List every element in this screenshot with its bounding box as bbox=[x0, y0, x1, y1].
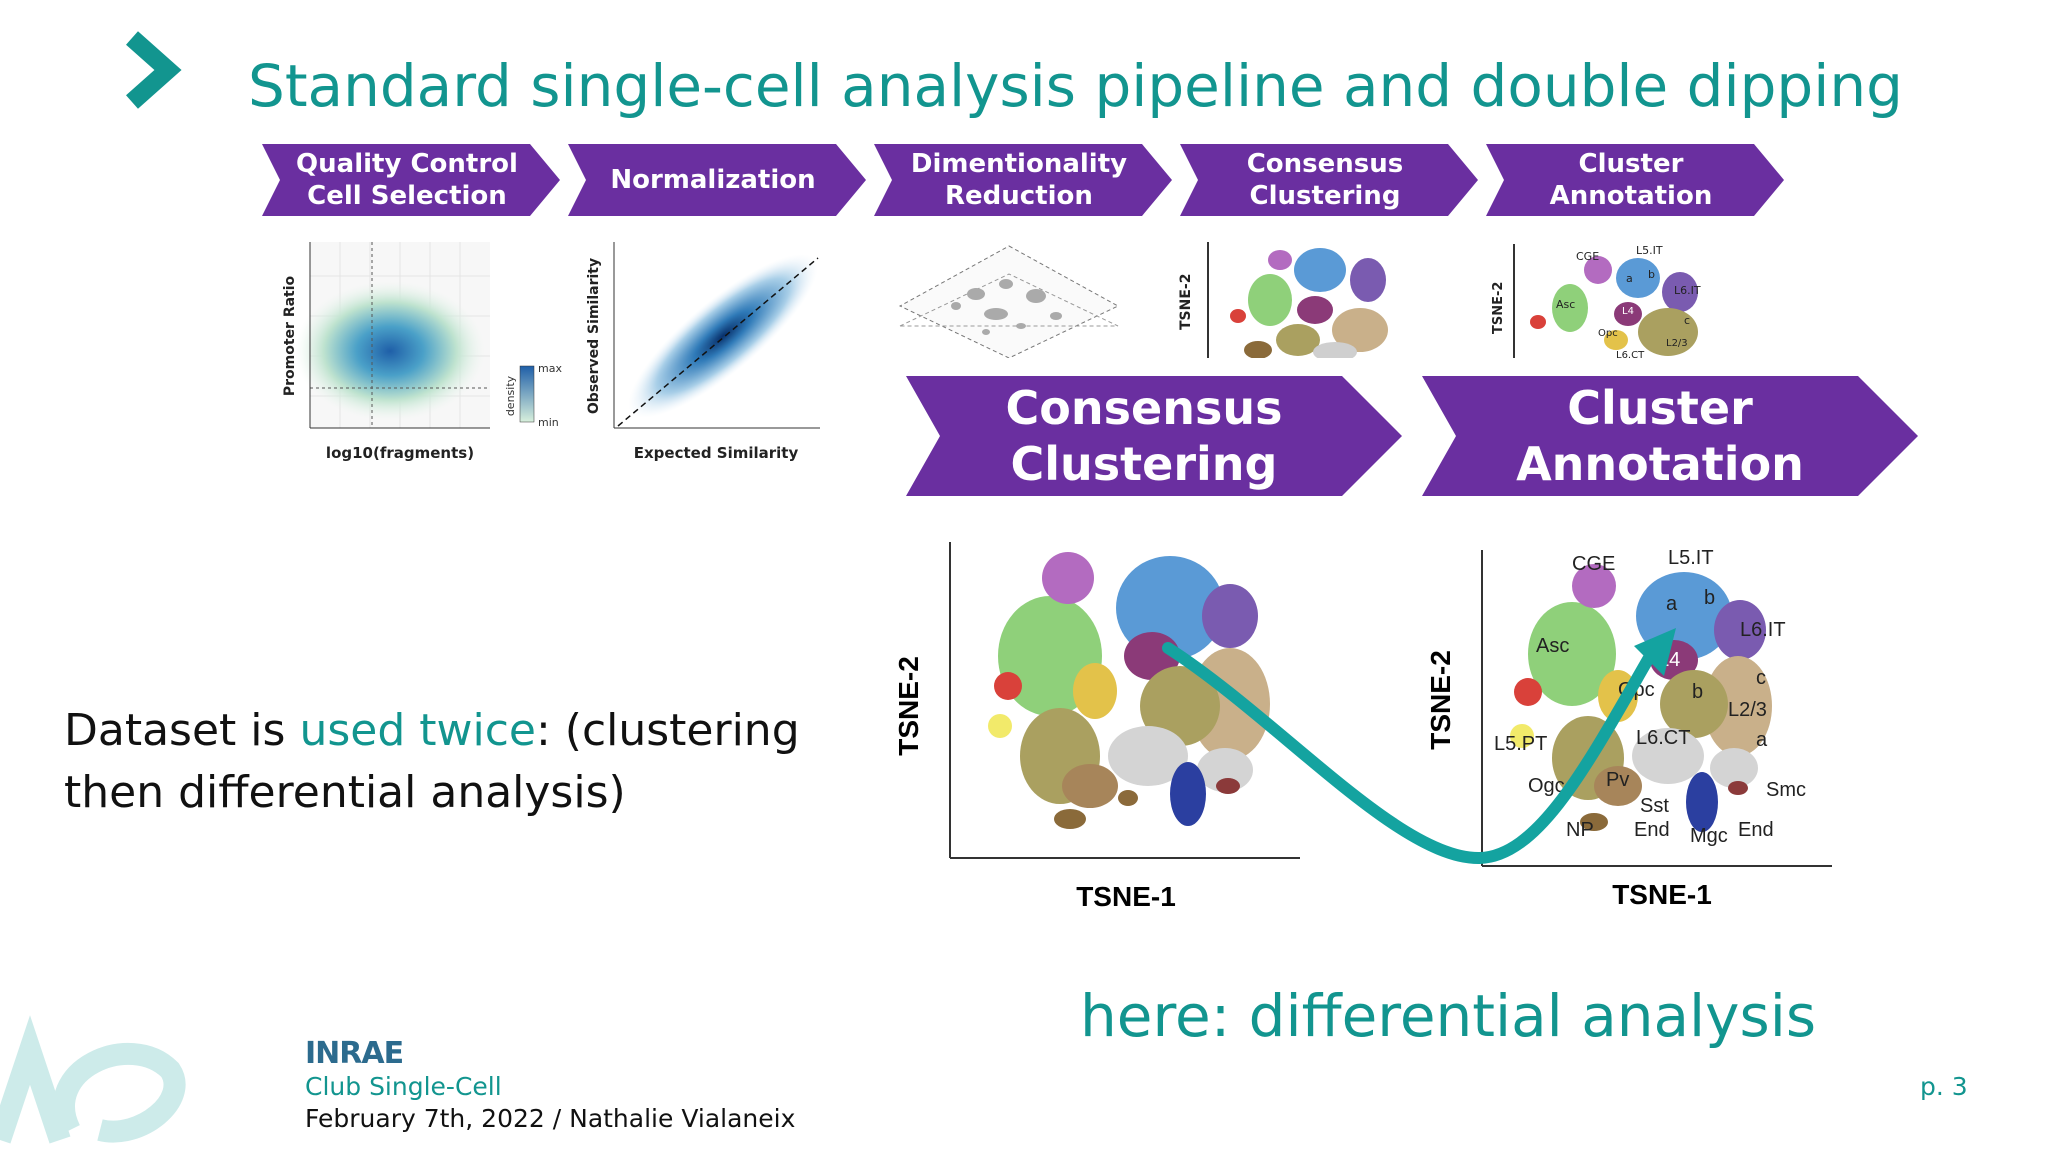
small-label: L6.CT bbox=[1616, 350, 1645, 358]
small-label: Asc bbox=[1556, 298, 1575, 311]
pipeline-step-normalization: Normalization bbox=[568, 144, 866, 216]
inrae-watermark-logo bbox=[0, 1015, 186, 1144]
cluster-label: a bbox=[1666, 593, 1678, 615]
small-label: c bbox=[1684, 314, 1690, 327]
dim-reduction-illustration bbox=[896, 244, 1122, 359]
qc-legend-min: min bbox=[538, 416, 559, 429]
cluster-label: L6.CT bbox=[1636, 727, 1690, 749]
step-label-line1: Dimentionality bbox=[910, 149, 1128, 179]
big-step-label-line2: Clustering bbox=[1010, 437, 1278, 491]
tsne-left-ylabel: TSNE-2 bbox=[893, 656, 924, 756]
small-label: CGE bbox=[1576, 250, 1599, 263]
cluster-label: Sst bbox=[1640, 795, 1669, 817]
step-label-line1: Cluster bbox=[1578, 149, 1684, 179]
tsne-small-consensus: TSNE-2 bbox=[1170, 240, 1410, 362]
step-label-line1: Quality Control bbox=[296, 149, 518, 179]
normalization-scatter-plot: Observed Similarity Expected Similarity bbox=[578, 236, 828, 466]
small-label: Opc bbox=[1598, 328, 1618, 339]
cluster-label: NP bbox=[1566, 819, 1594, 841]
tsne-right-ylabel: TSNE-2 bbox=[1425, 650, 1456, 750]
cluster-label: a bbox=[1756, 729, 1768, 751]
tsne-right-xlabel: TSNE-1 bbox=[1612, 879, 1712, 910]
footer-club: Club Single-Cell bbox=[305, 1072, 502, 1101]
step-label-line2: Cell Selection bbox=[307, 181, 507, 211]
qc-legend-title: density bbox=[504, 375, 517, 416]
norm-xlabel: Expected Similarity bbox=[634, 444, 799, 462]
tsne-small-annotation: TSNE-2 CGE L5.IT a b L6.IT Asc L4 c Opc … bbox=[1488, 242, 1718, 361]
body-text: Dataset is used twice: (clustering then … bbox=[64, 700, 834, 824]
cluster-label: Smc bbox=[1766, 779, 1806, 801]
small-label: L6.IT bbox=[1674, 284, 1701, 297]
cluster-label: L2/3 bbox=[1728, 699, 1767, 721]
step-label-line1: Consensus bbox=[1246, 149, 1404, 179]
tsne-small-left-ylabel: TSNE-2 bbox=[1178, 274, 1194, 330]
tsne-left-xlabel: TSNE-1 bbox=[1076, 881, 1176, 912]
body-line2: then differential analysis) bbox=[64, 767, 626, 818]
big-step-label-line2: Annotation bbox=[1516, 437, 1804, 491]
cluster-label: End bbox=[1634, 819, 1670, 841]
cluster-label: L6.IT bbox=[1740, 619, 1786, 641]
small-label: a bbox=[1626, 272, 1633, 285]
note-text: here: differential analysis bbox=[1080, 982, 1817, 1050]
page-number: p. 3 bbox=[1920, 1072, 1968, 1101]
step-label-line1: Normalization bbox=[610, 165, 816, 195]
tsne-small-right-ylabel: TSNE-2 bbox=[1491, 282, 1506, 334]
step-label-line2: Reduction bbox=[945, 181, 1093, 211]
small-label: L5.IT bbox=[1636, 244, 1663, 257]
big-step-label-line1: Consensus bbox=[1005, 381, 1283, 435]
cluster-label: Mgc bbox=[1690, 825, 1728, 847]
tsne-consensus-clustering-plot: TSNE-2 TSNE-1 bbox=[890, 536, 1310, 916]
step-label-line2: Clustering bbox=[1249, 181, 1401, 211]
big-step-label-line1: Cluster bbox=[1567, 381, 1753, 435]
slide-title: Standard single-cell analysis pipeline a… bbox=[248, 52, 1903, 120]
small-label: b bbox=[1648, 268, 1655, 281]
cluster-label: L5.PT bbox=[1494, 733, 1547, 755]
qc-legend-max: max bbox=[538, 362, 562, 375]
footer-logo: INRAE bbox=[305, 1036, 404, 1071]
footer-date-author: February 7th, 2022 / Nathalie Vialaneix bbox=[305, 1104, 796, 1133]
cluster-label: b bbox=[1704, 587, 1715, 609]
cluster-label: End bbox=[1738, 819, 1774, 841]
section-chevron-icon bbox=[126, 31, 182, 109]
cluster-label: CGE bbox=[1572, 553, 1615, 575]
small-label: L2/3 bbox=[1666, 338, 1688, 349]
qc-xlabel: log10(fragments) bbox=[326, 444, 474, 462]
cluster-label: L5.IT bbox=[1668, 547, 1714, 569]
body-post1: : (clustering bbox=[535, 705, 800, 756]
cluster-label: b bbox=[1692, 681, 1703, 703]
qc-density-plot: Promoter Ratio log10(fragments) density … bbox=[270, 236, 570, 466]
cluster-label: c bbox=[1756, 667, 1766, 689]
cluster-label: Ogc bbox=[1528, 775, 1565, 797]
norm-ylabel: Observed Similarity bbox=[586, 258, 602, 414]
step-label-line2: Annotation bbox=[1549, 181, 1713, 211]
body-highlight: used twice bbox=[299, 705, 536, 756]
cluster-label: Pv bbox=[1606, 769, 1629, 791]
small-label: L4 bbox=[1622, 306, 1634, 317]
body-pre: Dataset is bbox=[64, 705, 300, 756]
qc-ylabel: Promoter Ratio bbox=[282, 275, 298, 396]
cluster-label: Asc bbox=[1536, 635, 1569, 657]
